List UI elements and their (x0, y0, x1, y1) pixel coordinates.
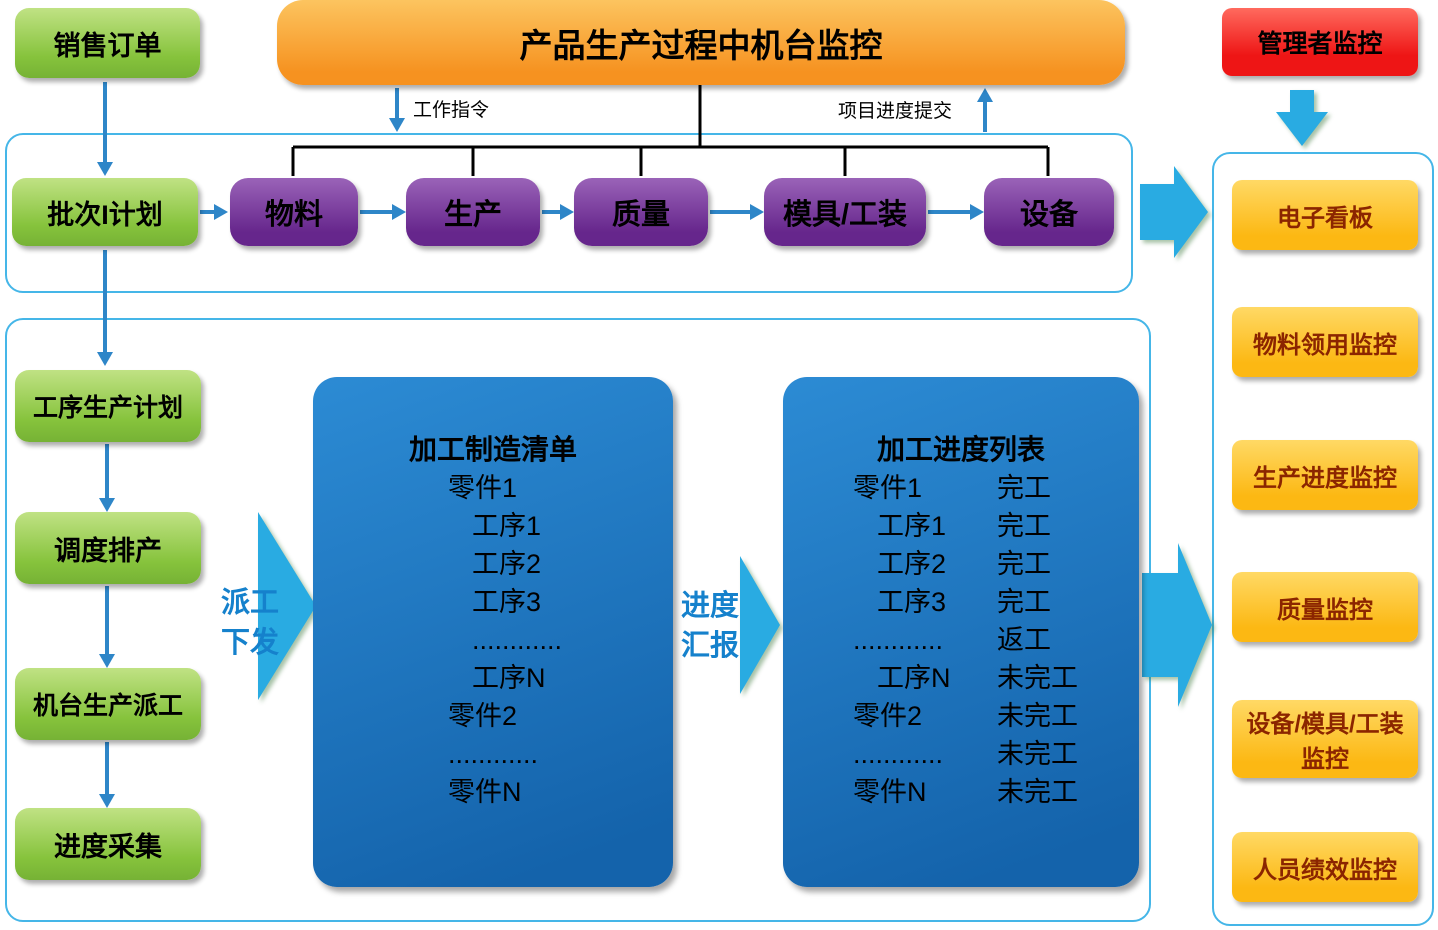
node-scheduling: 调度排产 (15, 512, 201, 584)
monitor-item-equipment-mold: 设备/模具/工装监控 (1232, 700, 1418, 778)
node-quality: 质量 (574, 178, 708, 246)
list-item: ............ (472, 625, 563, 655)
arrow-work-instruction-down (389, 88, 405, 132)
node-batch-plan: 批次I计划 (12, 178, 198, 246)
list-item: 零件2 (448, 701, 518, 731)
report-label: 进度 汇报 (680, 590, 739, 662)
list-item: ............ (448, 739, 539, 769)
list-item: 零件N (448, 777, 522, 807)
node-machine-dispatch: 机台生产派工 (15, 668, 201, 740)
node-sales-order: 销售订单 (15, 8, 200, 78)
big-arrow-progress-to-panel (1142, 543, 1212, 707)
node-equipment: 设备 (984, 178, 1114, 246)
list-item: 零件1 (448, 473, 518, 503)
arrow-progress-submit-up (977, 88, 993, 132)
monitor-panel-container (1212, 152, 1434, 926)
progress-row: ............未完工 (853, 739, 1078, 769)
list-item: 工序1 (472, 511, 542, 541)
manufacturing-list: 加工制造清单 零件1 工序1 工序2 工序3 ............ 工序N … (313, 377, 673, 887)
monitor-item-quality: 质量监控 (1232, 572, 1418, 642)
dispatch-label: 派工 下发 (220, 587, 279, 659)
list-item: 工序3 (472, 587, 542, 617)
page-title: 产品生产过程中机台监控 (277, 0, 1125, 85)
work-instruction-label: 工作指令 (413, 100, 490, 121)
progress-list-title: 加工进度列表 (876, 434, 1045, 465)
node-process-plan: 工序生产计划 (15, 370, 201, 442)
node-progress-collection: 进度采集 (15, 808, 201, 880)
node-production: 生产 (406, 178, 540, 246)
list-item: 工序2 (472, 549, 542, 579)
node-material: 物料 (230, 178, 358, 246)
manufacturing-list-title: 加工制造清单 (408, 434, 577, 465)
monitor-item-kanban: 电子看板 (1232, 180, 1418, 250)
big-arrow-stage-to-panel (1140, 166, 1208, 258)
monitor-item-performance: 人员绩效监控 (1232, 832, 1418, 902)
arrow-manager-to-panel (1276, 90, 1328, 146)
progress-row: ............返工 (853, 625, 1051, 655)
list-item: 工序N (472, 663, 546, 693)
monitor-item-material: 物料领用监控 (1232, 307, 1418, 377)
node-mold-tooling: 模具/工装 (764, 178, 926, 246)
monitor-item-production-progress: 生产进度监控 (1232, 440, 1418, 510)
progress-submit-label: 项目进度提交 (838, 101, 953, 122)
node-manager-monitor: 管理者监控 (1222, 8, 1418, 76)
